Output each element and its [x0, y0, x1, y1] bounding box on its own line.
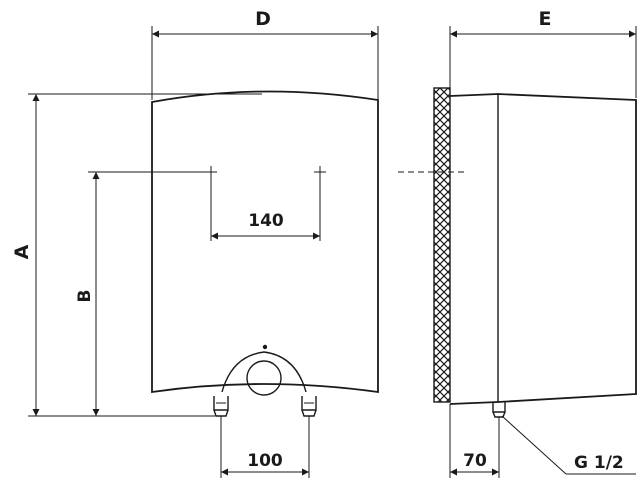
wall-bracket [433, 87, 451, 403]
dimension-mount-spacing [210, 178, 321, 241]
wall-offset-label: 70 [463, 451, 487, 471]
dimension-b [88, 171, 205, 416]
dimension-e-label: E [539, 8, 552, 30]
dimension-wall-offset [449, 404, 500, 478]
control-knob [221, 344, 307, 396]
outlet-fitting [301, 396, 317, 417]
inlet-fitting [213, 396, 229, 417]
side-view [398, 87, 637, 418]
side-tank-outline [449, 93, 637, 405]
thread-label: G 1/2 [574, 453, 624, 473]
mount-spacing-label: 140 [248, 211, 284, 231]
dimension-a-label: A [11, 244, 33, 259]
front-tank-outline [151, 90, 379, 394]
dimension-e [449, 26, 637, 98]
dimension-a [28, 93, 262, 417]
mounting-point-right [314, 166, 326, 178]
dimension-d [151, 26, 379, 100]
mounting-point-left [205, 166, 217, 178]
pipe-spacing-label: 100 [247, 451, 283, 471]
dimension-d-label: D [255, 8, 271, 30]
dimension-b-label: B [75, 290, 95, 303]
front-view [151, 90, 379, 417]
side-fitting [492, 402, 506, 418]
thread-leader [501, 415, 636, 475]
dimension-pipe-spacing [220, 416, 310, 478]
